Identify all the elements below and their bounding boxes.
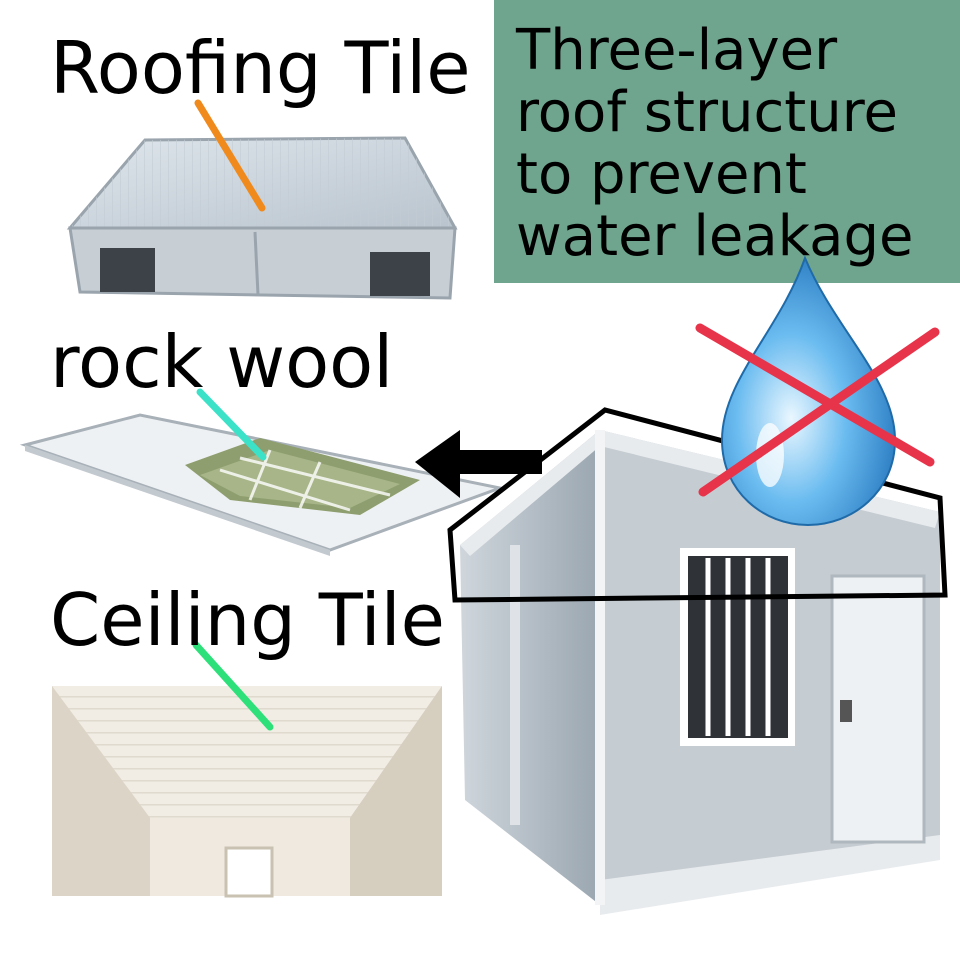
roofing-tile-label: Roofing Tile — [50, 26, 471, 110]
ceiling-tile-label: Ceiling Tile — [50, 578, 445, 662]
rock-wool-label: rock wool — [50, 320, 394, 404]
ceiling-tile-image — [52, 686, 442, 898]
container-house-image — [460, 430, 940, 915]
left-arrow-icon — [415, 430, 542, 498]
roofing-tile-pointer — [194, 99, 266, 212]
info-box-text: Three-layer roof structure to prevent wa… — [516, 18, 914, 269]
ceiling-tile-pointer — [192, 641, 274, 731]
rock-wool-image — [19, 413, 506, 556]
info-box: Three-layer roof structure to prevent wa… — [494, 0, 960, 283]
roof-outline — [447, 407, 948, 603]
rock-wool-pointer — [196, 388, 267, 461]
roofing-tile-image — [66, 136, 458, 300]
